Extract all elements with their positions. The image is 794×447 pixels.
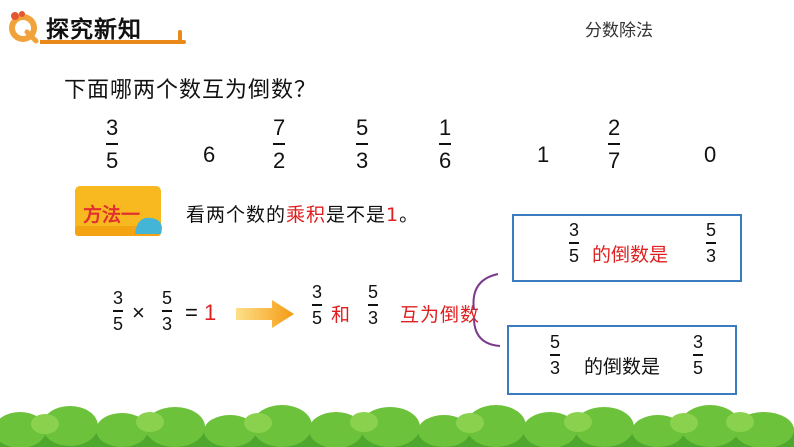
fraction-7-2: 7 2: [273, 115, 286, 173]
denominator: 5: [569, 246, 580, 266]
numerator: 3: [312, 282, 323, 302]
numerator: 5: [706, 220, 717, 240]
eq-fraction-b: 5 3: [162, 288, 173, 334]
denominator: 6: [439, 148, 452, 173]
numerator: 3: [569, 220, 580, 240]
numerator: 2: [608, 115, 621, 140]
result-one: 1: [204, 300, 217, 325]
fraction-bar: [706, 242, 717, 244]
times-sign: ×: [132, 300, 145, 325]
eq-fraction-a: 3 5: [113, 288, 124, 334]
title-underline-end: [178, 30, 182, 44]
grass-decoration: [0, 405, 794, 447]
numerator: 1: [439, 115, 452, 140]
method-text-one: 1: [386, 204, 400, 226]
denominator: 7: [608, 148, 621, 173]
box2-right-fraction: 3 5: [693, 332, 704, 378]
fraction-5-3: 5 3: [356, 115, 369, 173]
fraction-bar: [113, 310, 124, 312]
question-text: 下面哪两个数互为倒数？: [64, 78, 318, 103]
fraction-1-6: 1 6: [439, 115, 452, 173]
method-text: 看两个数的乘积是不是1。: [186, 200, 419, 227]
title-underline: [40, 40, 186, 44]
answer-box-2: [507, 325, 737, 395]
eq-fraction-c: 3 5: [312, 282, 323, 328]
denominator: 5: [113, 314, 124, 334]
fraction-bar: [439, 143, 452, 145]
denominator: 3: [706, 246, 717, 266]
answer-box-1: [512, 214, 742, 282]
fraction-bar: [273, 143, 286, 145]
denominator: 5: [106, 148, 119, 173]
numerator: 5: [162, 288, 173, 308]
denominator: 3: [368, 308, 379, 328]
method-text-mid: 是不是: [326, 204, 387, 226]
box1-right-fraction: 5 3: [706, 220, 717, 266]
method-badge: [75, 186, 162, 236]
logo-icon: [9, 11, 39, 44]
fraction-bar: [356, 143, 369, 145]
numerator: 3: [693, 332, 704, 352]
he-text: 和: [331, 304, 351, 326]
fraction-bar: [693, 354, 704, 356]
page-title: 探究新知: [46, 17, 142, 43]
mutual-reciprocal-text: 互为倒数: [400, 304, 481, 326]
number-0: 0: [704, 142, 717, 167]
numerator: 3: [106, 115, 119, 140]
denominator: 3: [162, 314, 173, 334]
equals-sign: =: [185, 300, 198, 325]
numerator: 5: [550, 332, 561, 352]
denominator: 5: [312, 308, 323, 328]
method-label: 方法一: [83, 204, 141, 226]
fraction-bar: [550, 354, 561, 356]
fraction-2-7: 2 7: [608, 115, 621, 173]
section-name: 分数除法: [585, 21, 653, 41]
box1-left-fraction: 3 5: [569, 220, 580, 266]
brace-connector: [472, 273, 501, 347]
denominator: 3: [356, 148, 369, 173]
denominator: 5: [693, 358, 704, 378]
method-text-product: 乘积: [286, 204, 327, 226]
denominator: 3: [550, 358, 561, 378]
fraction-bar: [162, 310, 173, 312]
fraction-bar: [106, 143, 119, 145]
number-6: 6: [203, 142, 216, 167]
numerator: 5: [356, 115, 369, 140]
arrow-right-icon: [236, 300, 294, 328]
denominator: 2: [273, 148, 286, 173]
number-1: 1: [537, 142, 550, 167]
box2-text: 的倒数是: [584, 356, 661, 378]
fraction-3-5: 3 5: [106, 115, 119, 173]
fraction-bar: [368, 304, 379, 306]
fraction-bar: [569, 242, 580, 244]
method-text-pre: 看两个数的: [186, 204, 287, 226]
box1-text: 的倒数是: [592, 244, 669, 266]
fraction-bar: [608, 143, 621, 145]
numerator: 3: [113, 288, 124, 308]
numerator: 5: [368, 282, 379, 302]
fraction-bar: [312, 304, 323, 306]
box2-left-fraction: 5 3: [550, 332, 561, 378]
eq-fraction-d: 5 3: [368, 282, 379, 328]
numerator: 7: [273, 115, 286, 140]
method-text-post: 。: [399, 204, 420, 226]
